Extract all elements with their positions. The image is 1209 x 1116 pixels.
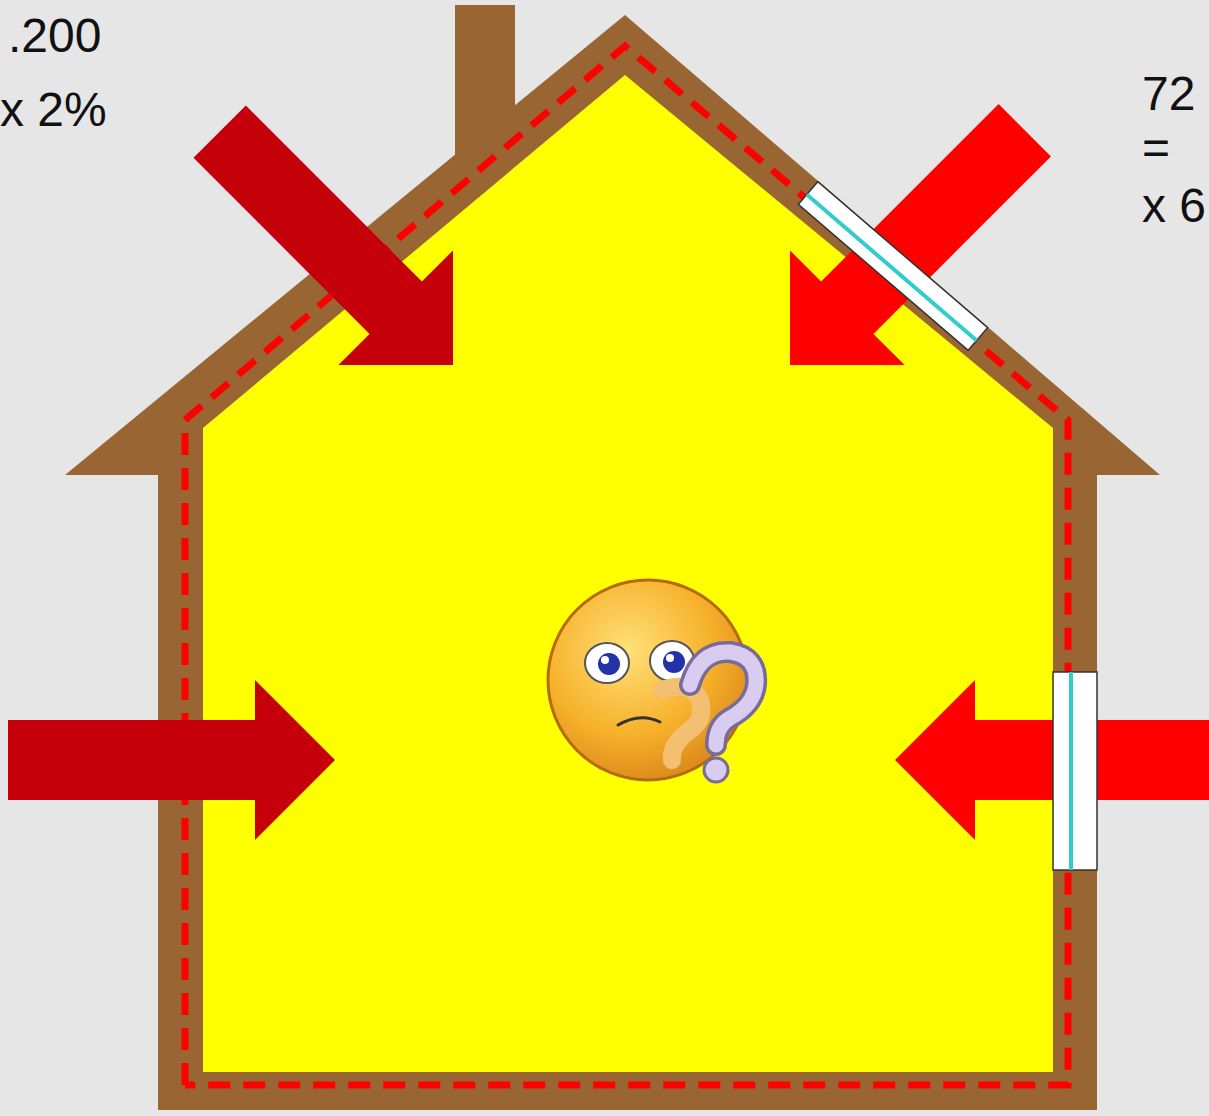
callout-text: 72 xyxy=(1142,70,1195,118)
mouth xyxy=(618,718,660,725)
heat-arrow xyxy=(162,74,510,422)
window-glass xyxy=(1069,672,1073,870)
question-mark xyxy=(690,652,756,745)
callout-text: .200 xyxy=(8,12,101,60)
eye-glint xyxy=(666,654,674,662)
eye xyxy=(585,643,629,683)
eye-glint xyxy=(601,656,609,664)
callout-text: x 2% xyxy=(0,86,107,134)
confused-smiley xyxy=(548,580,756,782)
question-mark xyxy=(690,652,756,745)
heat-arrow xyxy=(733,73,1082,422)
heat-arrow xyxy=(8,680,335,840)
pupil xyxy=(598,653,620,675)
wall-window xyxy=(1053,672,1097,870)
callout-text: x 6 xyxy=(1142,182,1206,230)
heat-arrow xyxy=(895,680,1209,840)
window-frame xyxy=(798,182,987,351)
callout-text: = xyxy=(1142,124,1170,172)
window-glass xyxy=(807,194,977,340)
house-shell xyxy=(65,15,1160,1110)
pupil xyxy=(663,651,685,673)
roof-window xyxy=(798,182,987,351)
hand xyxy=(662,687,701,760)
window-frame xyxy=(1053,672,1097,870)
question-dot xyxy=(704,758,728,782)
